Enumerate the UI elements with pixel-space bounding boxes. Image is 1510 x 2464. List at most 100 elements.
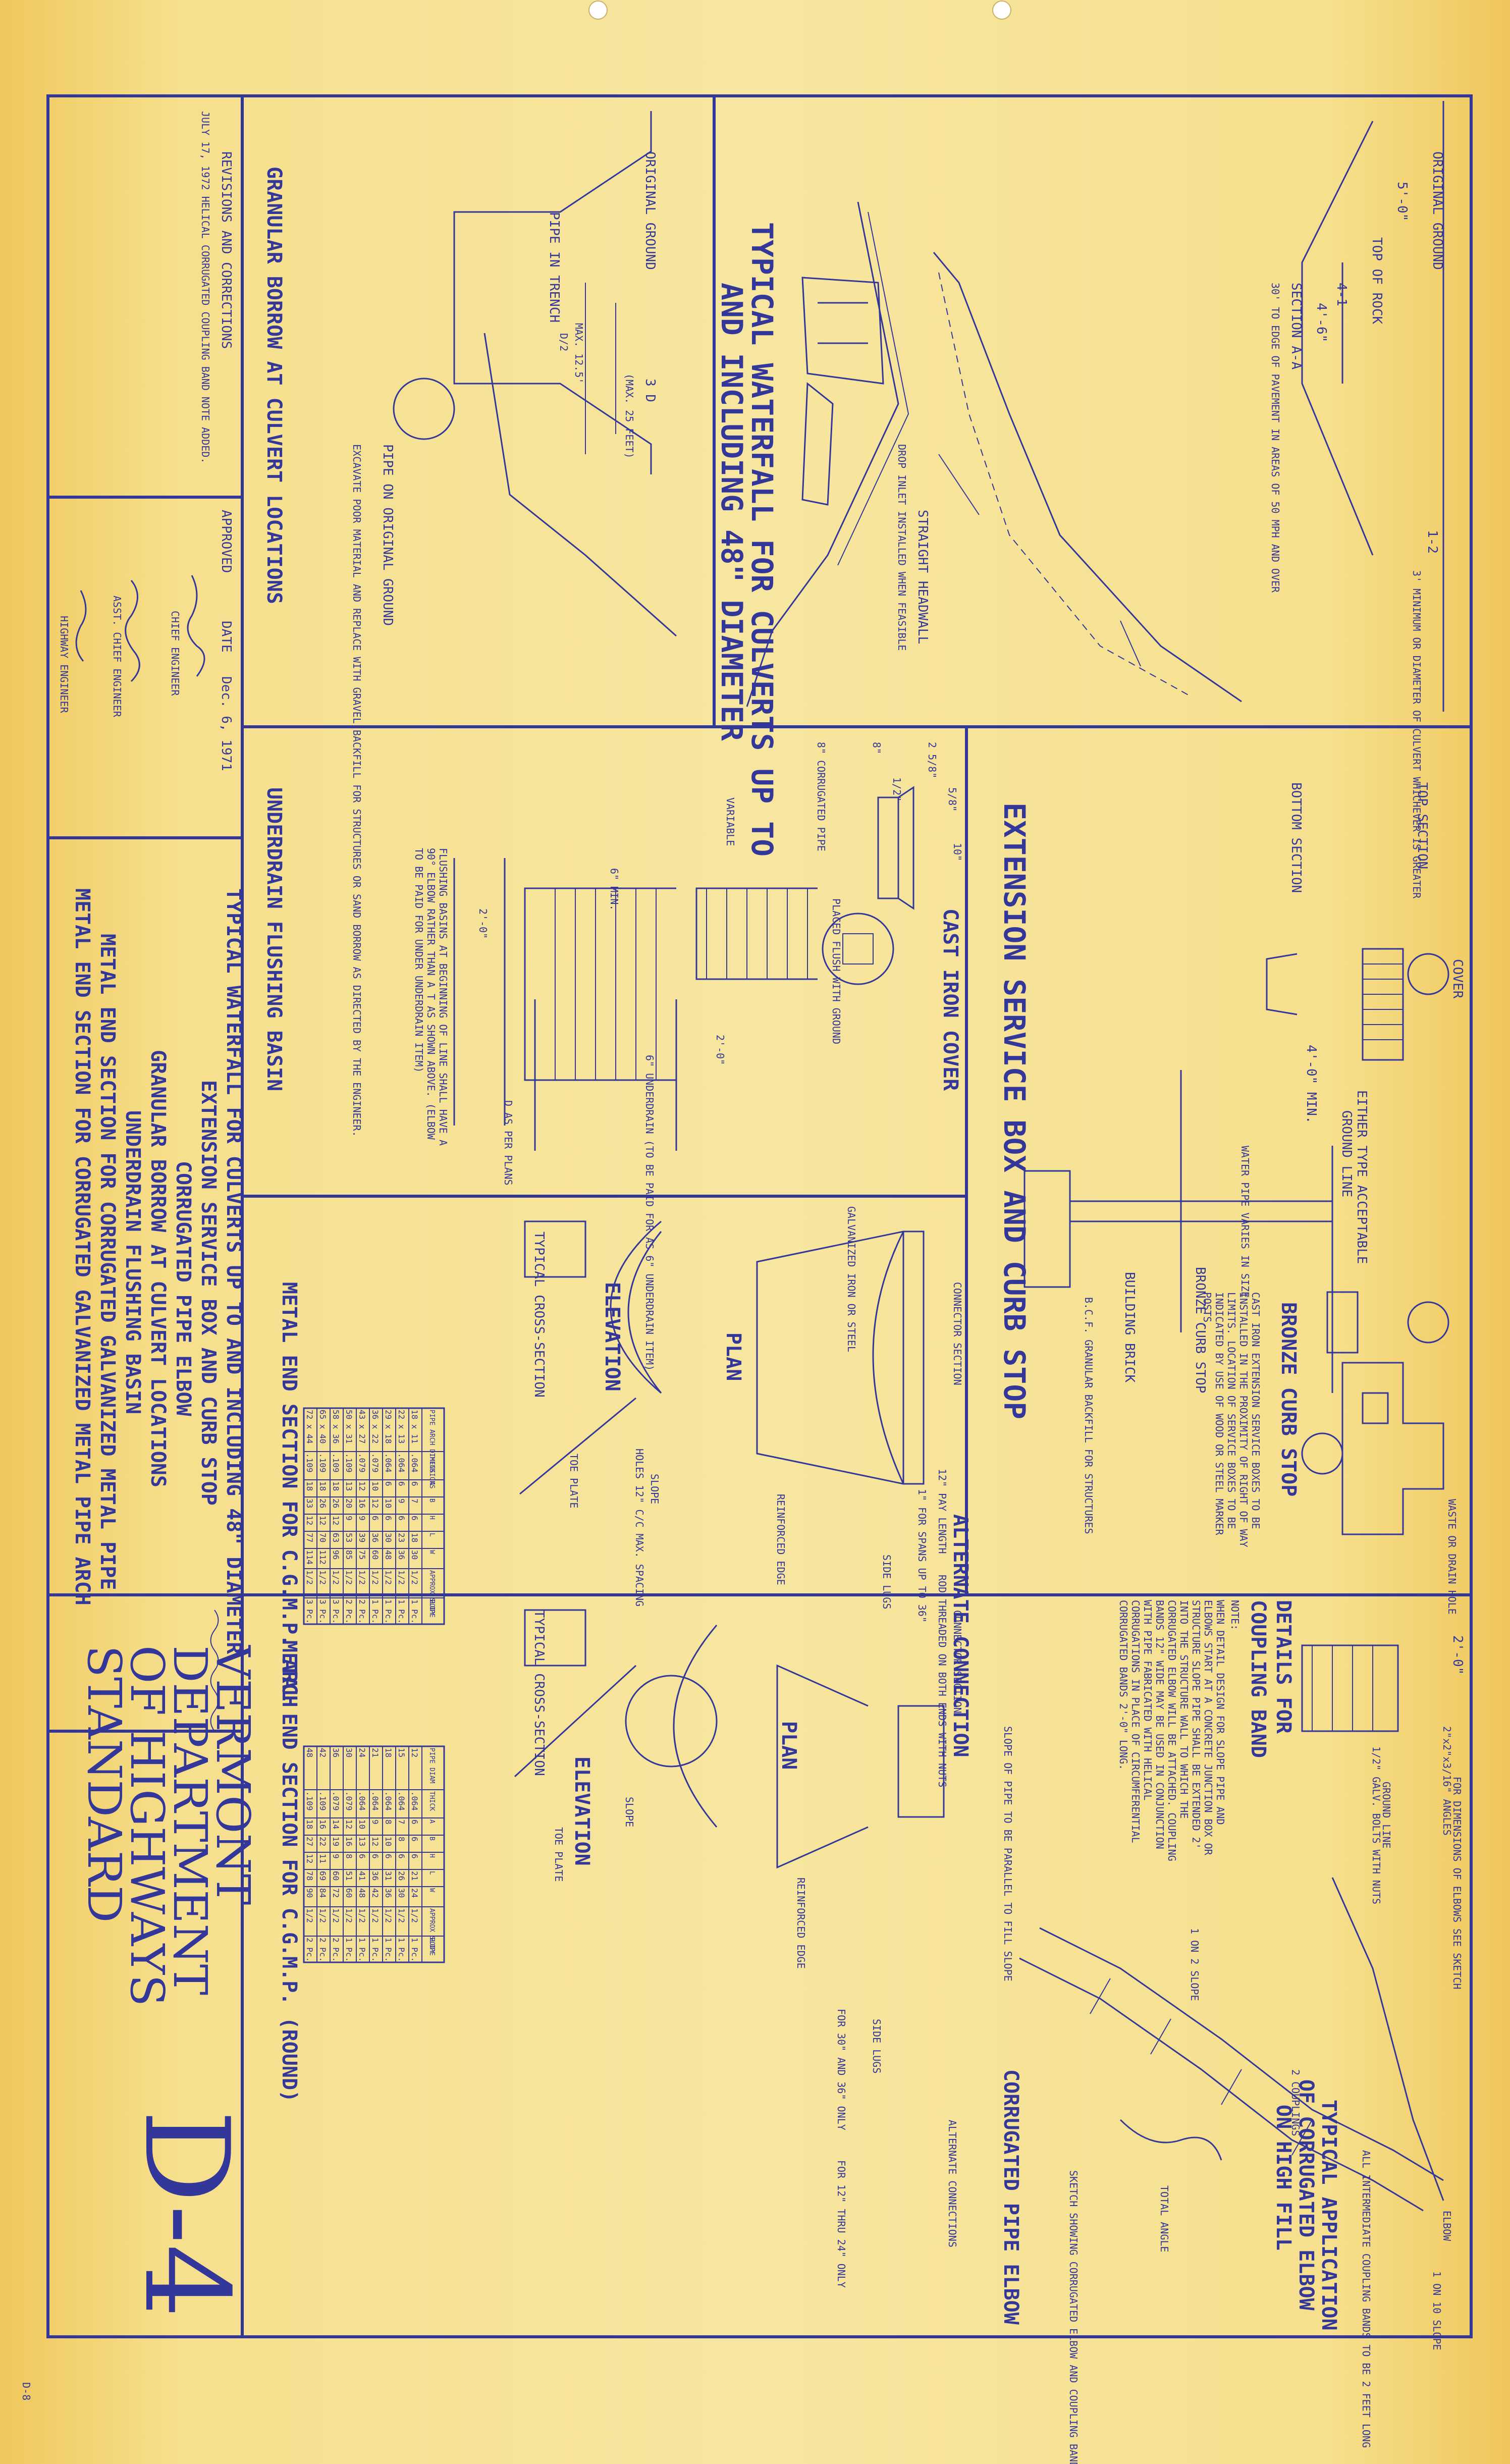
sheet-border: [46, 94, 1473, 2338]
building-brick-label: BUILDING BRICK: [1122, 1272, 1137, 1382]
table-cell: 112: [318, 1550, 328, 1565]
table-cell: 6: [410, 1854, 419, 1859]
connector-label: CONNECTOR SECTION: [951, 1610, 963, 1713]
table-cell: 1/2: [318, 1570, 328, 1585]
side-lugs-label: SIDE LUGS: [871, 2019, 883, 2073]
table-cell: 1/2: [357, 1570, 367, 1585]
table-cell: 3 Pc.: [318, 1599, 328, 1624]
table-header-cell: APPROX SLOPE: [428, 1908, 436, 1956]
table-cell: 6: [410, 1481, 419, 1486]
table-cell: .064: [397, 1791, 406, 1811]
table-cell: .079: [370, 1453, 380, 1473]
dim-label: 8": [871, 742, 883, 754]
table-cell: 8: [384, 1819, 393, 1825]
cast-iron-title: CAST IRON COVER: [939, 908, 962, 1091]
table-cell: 1/2: [344, 1908, 354, 1923]
table-cell: 9: [397, 1498, 406, 1504]
cross-section-label: TYPICAL CROSS-SECTION: [531, 1610, 547, 1776]
table-cell: 30: [397, 1888, 406, 1898]
table-header-cell: H: [428, 1854, 436, 1858]
table-cell: 6: [410, 1516, 419, 1521]
table-cell: 50 x 31: [344, 1410, 354, 1443]
table-cell: 36: [397, 1550, 406, 1560]
elbow-label: ELBOW: [1441, 2211, 1453, 2241]
galvanized-label: GALVANIZED IRON OR STEEL: [845, 1206, 857, 1352]
table-cell: 1 Pc.: [397, 1599, 406, 1624]
revisions-heading: REVISIONS AND CORRECTIONS: [219, 151, 234, 349]
slope-note: SLOPE OF PIPE TO BE PARALLEL TO FILL SLO…: [1002, 1726, 1014, 1981]
connector-label: CONNECTOR SECTION: [951, 1282, 963, 1385]
agency-line: DEPARTMENT: [163, 1645, 217, 1995]
table-cell: 3 Pc.: [305, 1599, 314, 1624]
table-cell: 1/2: [305, 1908, 314, 1923]
coupling-panel: 2'-0" 2"x2"x3/16" ANGLES 1/2" GALV. BOLT…: [1002, 1600, 1465, 1981]
dim-label: 10": [951, 843, 963, 861]
table-cell: 1/2: [331, 1570, 341, 1585]
table-cell: 1/2: [305, 1570, 314, 1585]
headwall-label: STRAIGHT HEADWALL: [915, 510, 930, 644]
table-cell: 42: [318, 1748, 328, 1757]
contents-item: UNDERDRAIN FLUSHING BASIN: [121, 1110, 144, 1414]
slope-label: 4-1: [1334, 283, 1349, 306]
table-cell: 14: [331, 1819, 341, 1829]
slope-label: 1 ON 10 SLOPE: [1431, 2271, 1443, 2350]
table-cell: 6: [397, 1481, 406, 1486]
table-cell: 30: [384, 1533, 393, 1542]
contents-item: GRANULAR BORROW AT CULVERT LOCATIONS: [146, 1050, 170, 1487]
table-cell: 21: [370, 1748, 380, 1757]
table-cell: 24: [357, 1748, 367, 1757]
rod-label: ROD THREADED ON BOTH ENDS WITH NUTS: [936, 1575, 948, 1787]
table-cell: 30: [410, 1550, 419, 1560]
trench-label: PIPE IN TRENCH: [547, 212, 562, 323]
waste-hole-label: WASTE OR DRAIN HOLE: [1446, 1499, 1458, 1615]
dim-label: 5/8": [946, 787, 958, 812]
table-header-cell: BODY: [428, 1938, 436, 1953]
table-cell: 36 x 22: [370, 1410, 380, 1443]
table-cell: 70: [318, 1533, 328, 1542]
ground-pipe-label: PIPE ON ORIGINAL GROUND: [380, 444, 395, 626]
table-cell: 36: [370, 1533, 380, 1542]
highway-engineer-label: HIGHWAY ENGINEER: [58, 616, 70, 714]
table-cell: 6: [370, 1516, 380, 1521]
table-cell: .064: [370, 1791, 380, 1811]
side-lugs-label: SIDE LUGS: [881, 1555, 893, 1609]
coupling-note: WHEN DETAIL DESIGN FOR SLOPE PIPE AND EL…: [1117, 1600, 1226, 1861]
table-header-cell: W: [428, 1550, 436, 1554]
d-label: D AS PER PLANS: [502, 1100, 514, 1186]
elbow-title: CORRUGATED PIPE ELBOW: [999, 2069, 1022, 2325]
table-cell: 9: [331, 1854, 341, 1859]
table-cell: 63: [331, 1533, 341, 1542]
minimum-note: 3' MINIMUM OR DIAMETER OF CULVERT WHICHE…: [1411, 570, 1423, 899]
table-cell: 6: [384, 1481, 393, 1486]
flushing-note: FLUSHING BASINS AT BEGINNING OF LINE SHA…: [413, 848, 449, 1146]
table-cell: 96: [331, 1550, 341, 1560]
table-header-cell: PIPE DIAM: [428, 1748, 436, 1784]
curb-stop-note: CAST IRON EXTENSION SERVICE BOXES TO BE …: [1201, 1292, 1262, 1547]
table-frame: [303, 1407, 445, 1625]
table-cell: 9: [357, 1516, 367, 1521]
connection-label: ALTERNATE CONNECTION: [949, 1514, 972, 1757]
table-cell: 1 Pc.: [384, 1938, 393, 1962]
dim-label: 1/2": [891, 777, 903, 801]
table-cell: 1/2: [331, 1908, 341, 1923]
table-cell: 77: [305, 1533, 314, 1542]
table-cell: 9: [370, 1819, 380, 1825]
table-cell: 13: [344, 1481, 354, 1491]
service-box-title: EXTENSION SERVICE BOX AND CURB STOP: [997, 802, 1032, 1419]
toe-plate-label: TOE PLATE: [568, 1454, 580, 1508]
agency-line: STANDARD: [77, 1645, 131, 1923]
table-cell: 9: [344, 1516, 354, 1521]
asst-chief-label: ASST. CHIEF ENGINEER: [111, 596, 123, 718]
plan-label: PLAN: [722, 1332, 745, 1381]
ground-line-label: GROUND LINE: [1339, 1110, 1354, 1197]
table-cell: 48: [357, 1888, 367, 1898]
toe-plate-label: TOE PLATE: [553, 1827, 565, 1882]
table-cell: 1/2: [410, 1908, 419, 1923]
arch-panel: PLAN ELEVATION TYPICAL CROSS-SECTION ALT…: [278, 1206, 972, 1787]
table-cell: .079: [357, 1453, 367, 1473]
dim-label: 2 5/8": [926, 742, 938, 778]
table-cell: 26: [331, 1498, 341, 1508]
waterfall-title: TYPICAL WATERFALL FOR CULVERTS UP TO: [745, 222, 779, 856]
dimensions-note: FOR DIMENSIONS OF ELBOWS SEE SKETCH: [1451, 1777, 1463, 1989]
